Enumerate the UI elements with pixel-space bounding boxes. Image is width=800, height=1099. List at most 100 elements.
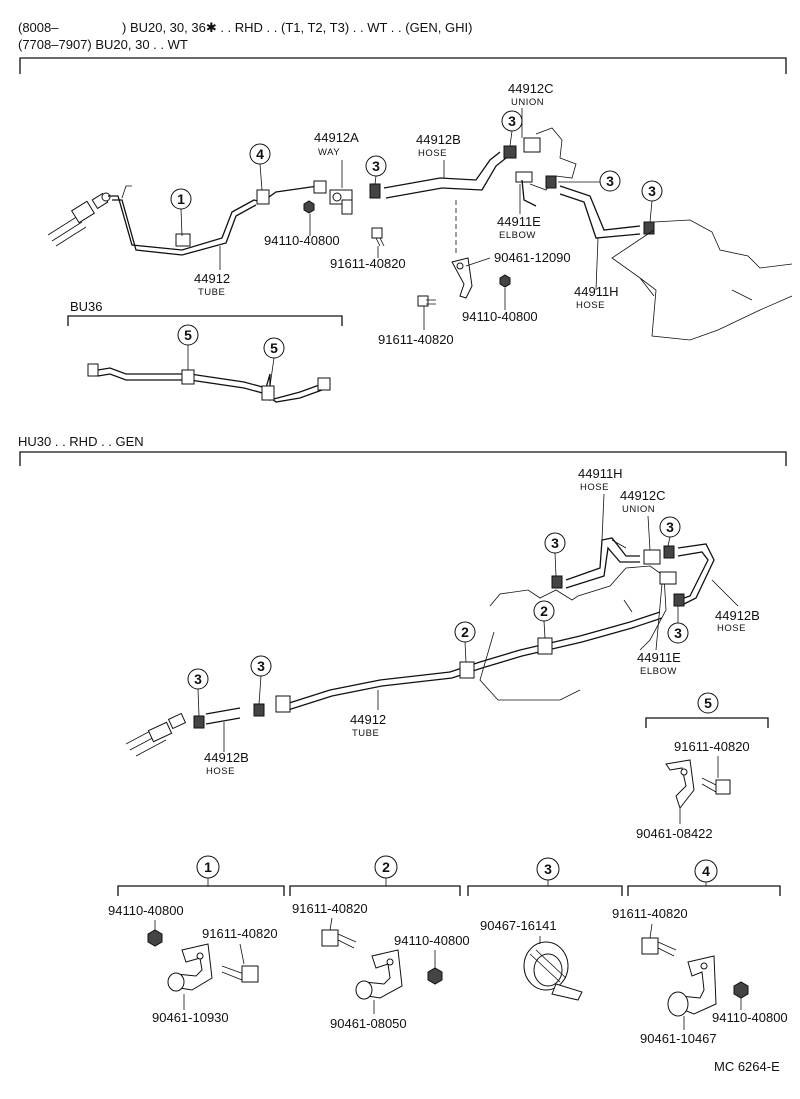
detail-1-clamp-label: 90461-10930	[152, 1010, 229, 1025]
label-detail5-bolt: 91611-40820	[674, 739, 750, 754]
label-elbow: ELBOW	[499, 230, 536, 241]
callout-5b: 5	[263, 337, 285, 359]
hose-44912B-outline	[385, 157, 507, 199]
svg-text:1: 1	[177, 191, 185, 207]
svg-text:3: 3	[648, 183, 656, 199]
upper-assembly: 44912A WAY 44912B HOSE 44912C UNION 4491…	[47, 81, 793, 347]
detail-4-bracket	[627, 885, 781, 896]
detail-2-clamp-label: 90461-08050	[330, 1016, 407, 1031]
detail-2-nut-label: 94110-40800	[394, 933, 470, 948]
clamp-2b	[537, 637, 553, 655]
label-44912B-right: 44912B	[715, 608, 760, 623]
union-44912C	[523, 137, 541, 153]
tube-44912-lower	[285, 611, 661, 705]
callout-detail-2: 2	[374, 855, 398, 879]
label-44911H: 44911H	[574, 284, 619, 299]
callout-detail-4: 4	[694, 859, 718, 883]
engine-outline	[611, 219, 793, 341]
elbow-pipe	[521, 179, 537, 207]
callout-detail-5: 5	[697, 692, 719, 714]
label-way: WAY	[318, 147, 340, 158]
label-tube-lower: TUBE	[352, 728, 379, 739]
svg-text:3: 3	[551, 535, 559, 551]
callout-lower-2a: 2	[454, 621, 476, 643]
clip-3-mid	[253, 703, 265, 717]
union-44912C-lower	[643, 549, 661, 565]
label-44912B: 44912B	[416, 132, 461, 147]
hose-44912B-left-outline	[205, 717, 241, 725]
detail-3-clip-icon	[523, 941, 583, 1001]
detail-4-nut-icon	[733, 981, 749, 999]
detail-1-bolt-label: 91611-40820	[202, 926, 278, 941]
label-44912A: 44912A	[314, 130, 359, 145]
bu36-section: BU36 5 5	[67, 299, 343, 403]
svg-text:3: 3	[508, 113, 516, 129]
callout-lower-3b: 3	[250, 655, 272, 677]
left-pipe-fitting	[47, 192, 111, 247]
detail-5: 5 91611-40820 90461-08422	[636, 692, 769, 841]
svg-text:3: 3	[372, 158, 380, 174]
detail-1-nut-label: 94110-40800	[108, 903, 184, 918]
detail-2-bolt-icon	[321, 929, 357, 949]
detail-1-nut-icon	[147, 929, 163, 947]
clamp-4	[256, 189, 270, 205]
bu36-bracket	[67, 315, 343, 326]
clip-3-d	[663, 545, 675, 559]
hose-44912B	[383, 151, 501, 189]
bu36-right-fitting	[317, 377, 331, 391]
header-model-spec-2: (7708–7907) BU20, 30 . . WT	[18, 37, 188, 52]
callout-detail-1: 1	[196, 855, 220, 879]
detail-2-bolt-label: 91611-40820	[292, 901, 368, 916]
hose-44912B-right	[677, 543, 715, 605]
svg-text:3: 3	[257, 658, 265, 674]
label-44911E-lower: 44911E	[637, 650, 681, 665]
callout-lower-3e: 3	[667, 622, 689, 644]
nut-94110-40800-b-icon	[499, 274, 511, 288]
callout-lower-3d: 3	[659, 516, 681, 538]
label-44912C: 44912C	[508, 81, 554, 96]
clamp-90461-12090-icon	[451, 257, 473, 299]
clamp-90461-08422-icon	[665, 759, 695, 810]
three-way-44912A	[329, 189, 353, 215]
label-union-lower: UNION	[622, 504, 655, 515]
callout-3c: 3	[599, 170, 621, 192]
clip-3-left	[193, 715, 205, 729]
clip-3d	[643, 221, 655, 235]
svg-text:4: 4	[702, 863, 710, 879]
svg-text:2: 2	[382, 859, 390, 875]
svg-text:3: 3	[674, 625, 682, 641]
details-row: 1 2 3 4 94110-40800 91611-40820 90461-10…	[108, 855, 788, 1046]
detail-1-clamp-icon	[167, 943, 213, 992]
hose-44912B-right-outline	[677, 551, 709, 599]
detail-1-bolt-icon	[221, 965, 259, 983]
hu30-title: HU30 . . RHD . . GEN	[18, 434, 144, 449]
label-nut-1: 94110-40800	[264, 233, 340, 248]
bu36-tube	[97, 367, 323, 401]
label-44911H-lower: 44911H	[578, 466, 623, 481]
label-44912B-left: 44912B	[204, 750, 249, 765]
label-tube: TUBE	[198, 287, 225, 298]
header-model-spec-1: ) BU20, 30, 36✱ . . RHD . . (T1, T2, T3)…	[122, 20, 472, 35]
detail-4-bolt-label: 91611-40820	[612, 906, 688, 921]
header-model-range-1: (8008–	[18, 20, 59, 35]
hose-44911H-outline	[559, 193, 641, 239]
svg-text:5: 5	[704, 695, 712, 711]
label-hose-h-lower: HOSE	[580, 482, 609, 493]
callout-3a: 3	[501, 110, 523, 132]
clamp-1	[175, 233, 191, 247]
label-union: UNION	[511, 97, 544, 108]
label-clamp-12090: 90461-12090	[494, 250, 571, 265]
svg-text:4: 4	[256, 146, 264, 162]
bolt-detail5-icon	[701, 777, 731, 795]
callout-3d: 3	[641, 180, 663, 202]
detail-4-clamp-icon	[667, 955, 717, 1017]
label-hose-b: HOSE	[418, 148, 447, 159]
svg-text:3: 3	[544, 861, 552, 877]
detail-3-clip-label: 90467-16141	[480, 918, 557, 933]
label-nut-2: 94110-40800	[462, 309, 538, 324]
svg-text:5: 5	[184, 327, 192, 343]
svg-text:3: 3	[666, 519, 674, 535]
bu36-clamp-a	[181, 369, 195, 385]
